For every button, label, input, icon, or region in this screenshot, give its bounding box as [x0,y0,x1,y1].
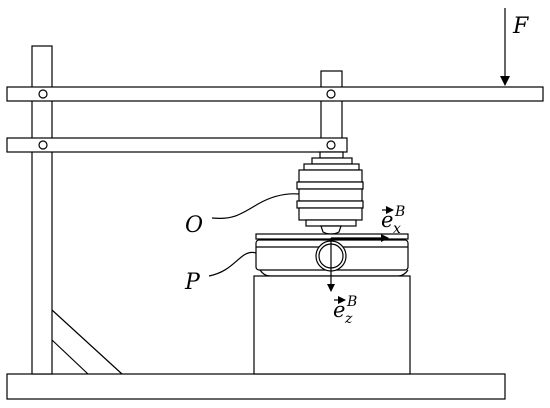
pivot-lower-right [326,140,336,150]
pivot-lower-left [38,140,48,150]
leader-o [211,193,300,220]
svg-text:B: B [394,204,405,220]
label-basis-z: e B z [333,294,357,327]
label-p: P [184,270,201,295]
pivot-upper-right [326,89,336,99]
force-label: F [512,14,529,39]
label-o: O [185,213,203,238]
upper-lever-beam [6,86,544,102]
base-plate [6,373,506,400]
disc-holder [255,239,409,277]
support-block [253,275,411,375]
left-post [31,45,53,375]
svg-text:e: e [333,298,345,322]
label-basis-x: e B x [381,204,405,237]
svg-text:e: e [381,208,393,232]
leader-p [208,251,257,277]
specimen-holder [296,151,364,235]
pivot-upper-left [38,89,48,99]
contact-plate [255,233,409,240]
svg-text:z: z [344,311,353,327]
lower-beam [6,137,348,153]
svg-text:x: x [393,221,401,237]
diagonal-brace [51,309,123,375]
svg-text:B: B [346,294,357,310]
